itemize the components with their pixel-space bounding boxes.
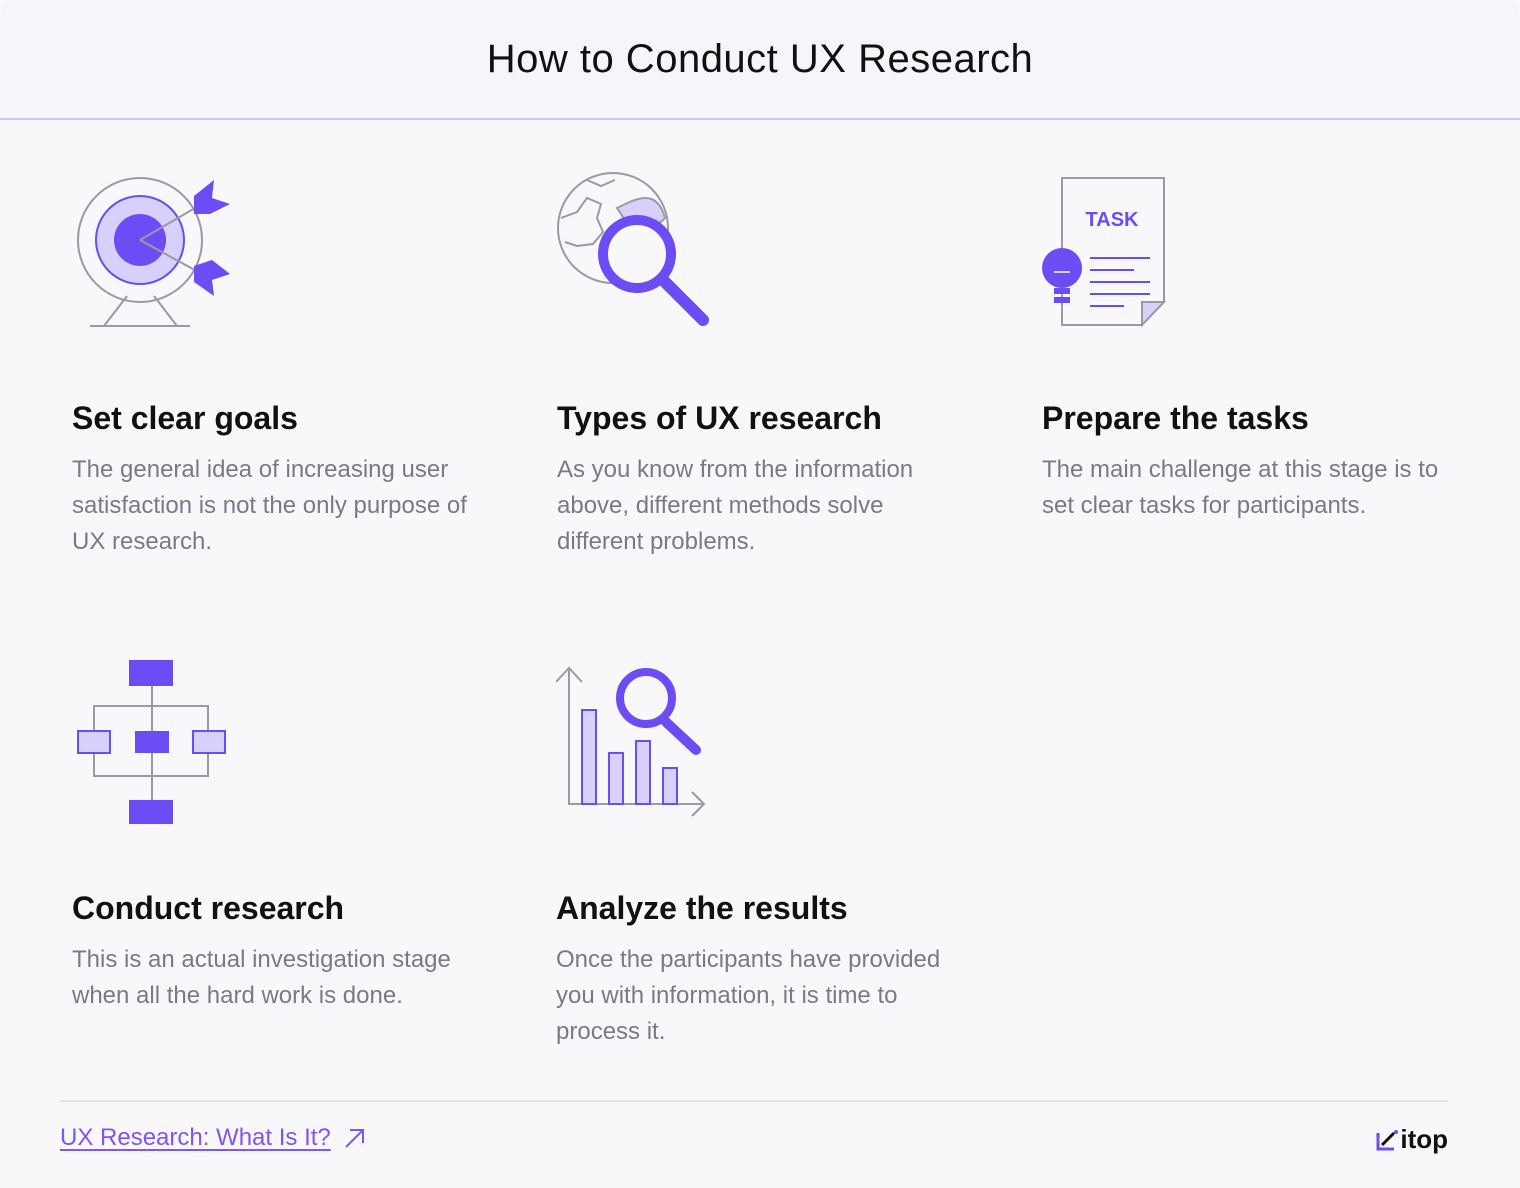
step-title: Set clear goals [72,400,298,436]
page-title: How to Conduct UX Research [486,36,1034,81]
flowchart-icon [77,660,226,824]
step-description: Once the participants have provided you … [556,946,941,1045]
task-document-icon: TASK [1042,177,1167,328]
step-description: The general idea of increasing user sati… [72,456,467,555]
step-title: Prepare the tasks [1042,400,1309,436]
step-description: This is an actual investigation stage wh… [72,946,451,1009]
target-icon [77,177,230,327]
arrow-up-right-icon [345,1129,364,1148]
step-title: Types of UX research [557,400,882,436]
step-card-analyze: Analyze the results Once the participant… [556,658,976,1058]
task-label: TASK [1086,209,1140,231]
chart-search-icon [556,666,706,817]
step-card-conduct: Conduct research This is an actual inves… [72,658,492,1058]
step-card-set-goals: Set clear goals The general idea of incr… [72,168,492,568]
step-title: Analyze the results [556,890,848,926]
step-card-types: Types of UX research As you know from th… [557,168,977,568]
step-title: Conduct research [72,890,345,926]
page-header: How to Conduct UX Research [0,0,1520,120]
ux-research-link[interactable]: UX Research: What Is It? [60,1124,367,1152]
brand-logo-icon [1376,1129,1399,1150]
ux-research-link-label[interactable]: UX Research: What Is It? [60,1124,331,1151]
step-description: The main challenge at this stage is to s… [1042,456,1439,519]
brand-name: itop [1400,1124,1448,1154]
globe-search-icon [557,172,709,326]
brand-logo: itop [1376,1124,1448,1155]
step-card-tasks: TASK Prepare the tasks The main challeng… [1042,168,1462,568]
step-description: As you know from the information above, … [557,456,914,555]
footer-divider [60,1100,1448,1102]
